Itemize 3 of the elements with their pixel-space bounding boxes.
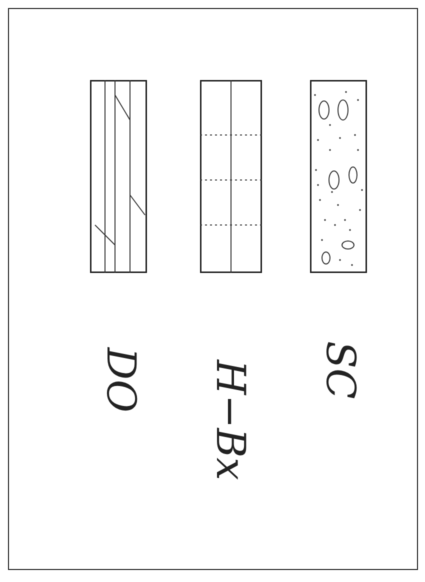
sample-label: DO [100, 348, 140, 412]
sample-label: SC [320, 341, 360, 399]
sample-label: H−Bx [210, 360, 250, 480]
